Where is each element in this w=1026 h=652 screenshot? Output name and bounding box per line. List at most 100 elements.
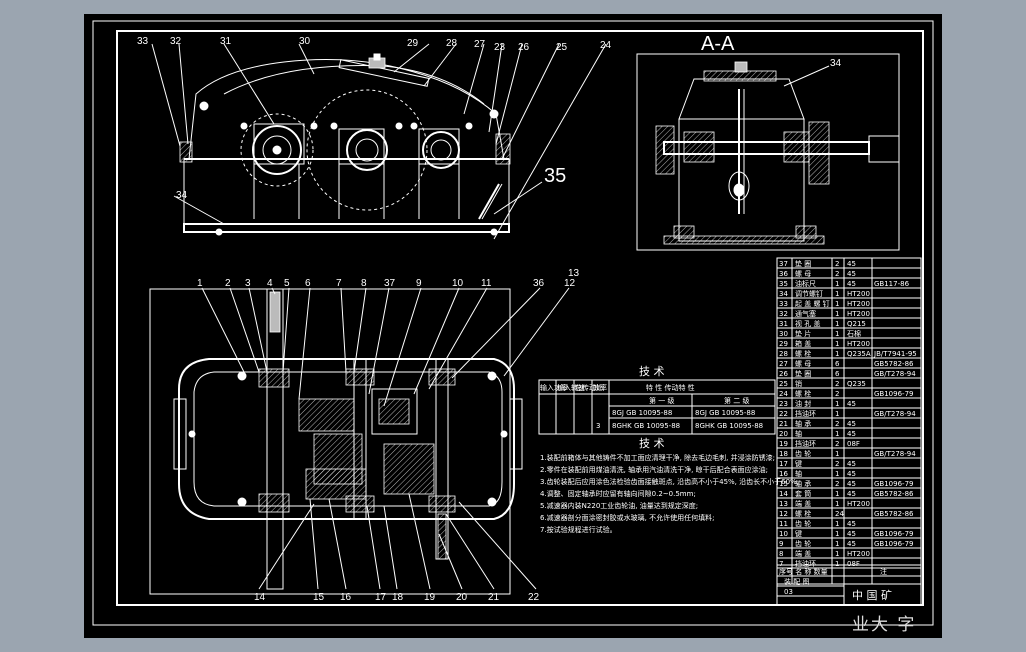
parts-cell-qty: 1 [835,540,839,548]
parts-cell-mat: 45 [847,460,856,468]
parts-cell-mat: 45 [847,480,856,488]
char-col-3: 总传动比 [575,383,603,392]
parts-cell-std: GB5782-86 [874,360,914,368]
parts-cell-mat: HT200 [847,290,870,298]
parts-cell-no: 13 [779,500,788,508]
label-37: 37 [384,278,396,289]
note-5: 5.减速器内装N220工业齿轮油, 油量达到规定深度; [540,501,698,510]
label-3: 3 [245,278,251,289]
label-19: 19 [424,592,436,603]
parts-cell-std: GB5782-86 [874,510,914,518]
section-aa-view: A-A 34 [636,33,900,251]
label-16: 16 [340,592,352,603]
parts-cell-qty: 2 [835,460,839,468]
parts-cell-no: 19 [779,440,788,448]
parts-cell-no: 25 [779,380,788,388]
char-first-stage: 第 一 级 [649,396,674,405]
parts-cell-qty: 1 [835,280,839,288]
parts-cell-name: 油 封 [795,399,811,408]
front-elevation-view: 33 32 31 30 29 28 27 23 26 25 24 34 35 [137,36,612,240]
parts-cell-qty: 2 [835,440,839,448]
parts-cell-qty: 2 [835,380,839,388]
parts-cell-qty: 1 [835,410,839,418]
parts-cell-no: 27 [779,360,788,368]
label-21: 21 [488,592,500,603]
char-val-1: 8GJ GB 10095-88 [612,409,672,417]
parts-cell-name: 螺 栓 [795,349,811,358]
tech-title-2: 技 术 [639,437,665,450]
label-34-front: 34 [176,190,188,201]
label-28: 28 [446,38,458,49]
title-header-right: 注 [880,567,887,576]
note-2: 2.零件在装配前用煤油清洗, 轴承用汽油清洗干净, 晾干后配合表面应涂油; [540,465,768,474]
label-26: 26 [518,42,530,53]
parts-cell-qty: 1 [835,340,839,348]
characteristics-table: 技 术 特 性 传动特 性 第 一 级 第 二 级 输入功率 输入转速 总传动比… [538,365,776,450]
parts-cell-name: 键 [795,459,802,468]
parts-cell-qty: 2 [835,260,839,268]
label-11: 11 [481,278,492,289]
parts-cell-mat: HT200 [847,300,870,308]
parts-cell-no: 35 [779,280,788,288]
parts-cell-mat: HT200 [847,340,870,348]
label-10: 10 [452,278,464,289]
cad-drawing: 33 32 31 30 29 28 27 23 26 25 24 34 35 A… [92,20,934,626]
char-col-2: 输入转速 [557,383,585,392]
parts-cell-qty: 1 [835,350,839,358]
parts-cell-name: 垫 圈 [795,259,811,268]
parts-cell-no: 34 [779,290,788,298]
parts-cell-qty: 2 [835,390,839,398]
parts-cell-mat: 45 [847,490,856,498]
parts-cell-name: 轴 [795,429,802,438]
parts-cell-no: 20 [779,430,788,438]
label-17: 17 [375,592,387,603]
parts-cell-qty: 1 [835,330,839,338]
parts-cell-mat: 石棉 [847,329,861,338]
parts-cell-no: 18 [779,450,788,458]
parts-cell-name: 键 [795,529,802,538]
parts-cell-qty: 1 [835,500,839,508]
parts-cell-qty: 6 [835,360,840,368]
parts-cell-no: 17 [779,460,788,468]
parts-cell-name: 调节螺钉 [795,289,823,298]
char-col-1: 输入功率 [540,383,568,392]
parts-cell-no: 15 [779,480,788,488]
parts-cell-qty: 1 [835,400,839,408]
parts-cell-name: 端 盖 [795,499,811,508]
parts-cell-qty: 1 [835,530,839,538]
parts-cell-no: 21 [779,420,788,428]
label-22: 22 [528,592,540,603]
parts-cell-no: 36 [779,270,788,278]
parts-cell-mat: 45 [847,270,856,278]
parts-cell-no: 24 [779,390,788,398]
parts-cell-mat: 45 [847,520,856,528]
parts-cell-qty: 2 [835,420,839,428]
tech-title-1: 技 术 [639,365,665,378]
parts-cell-qty: 1 [835,450,839,458]
label-25: 25 [556,42,568,53]
label-2: 2 [225,278,231,289]
parts-cell-no: 33 [779,300,788,308]
parts-cell-qty: 1 [835,520,839,528]
label-31: 31 [220,36,232,47]
label-12: 12 [564,278,576,289]
char-header: 特 性 传动特 性 [646,383,695,392]
parts-cell-no: 28 [779,350,788,358]
parts-cell-no: 7 [779,560,783,568]
char-val-2: 8GJ GB 10095-88 [695,409,755,417]
label-1: 1 [197,278,203,289]
parts-cell-qty: 2 [835,270,839,278]
parts-cell-mat: Q235A [847,350,871,358]
label-23: 23 [494,42,506,53]
label-14: 14 [254,592,266,603]
parts-cell-name: 箱 盖 [795,339,811,348]
label-29: 29 [407,38,419,49]
label-15: 15 [313,592,325,603]
outer-frame [92,20,934,626]
label-6: 6 [305,278,311,289]
char-val-4: 8GHK GB 10095-88 [695,422,763,430]
parts-cell-qty: 1 [835,560,839,568]
label-7: 7 [336,278,342,289]
char-val-qty: 3 [596,422,600,430]
parts-cell-qty: 24 [835,510,844,518]
